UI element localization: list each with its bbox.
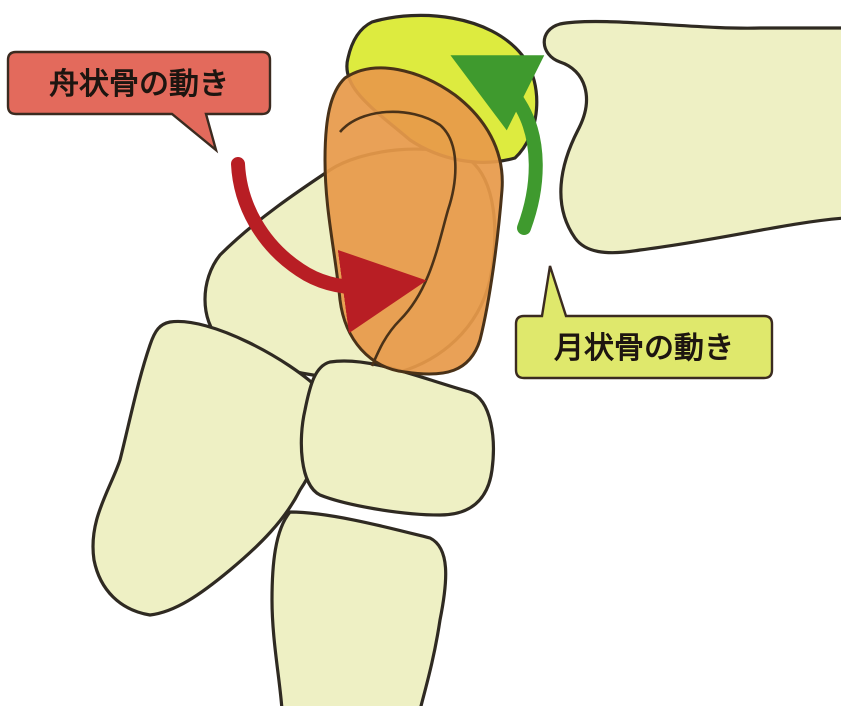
- scaphoid-callout-label: 舟状骨の動き: [49, 67, 229, 102]
- lunate-callout: 月状骨の動き: [516, 266, 772, 378]
- lunate-callout-label: 月状骨の動き: [554, 331, 734, 366]
- lower-bone: [272, 512, 446, 706]
- radius-bone: [544, 22, 841, 253]
- small-carpal-bone: [301, 361, 493, 515]
- scaphoid-callout: 舟状骨の動き: [8, 52, 270, 150]
